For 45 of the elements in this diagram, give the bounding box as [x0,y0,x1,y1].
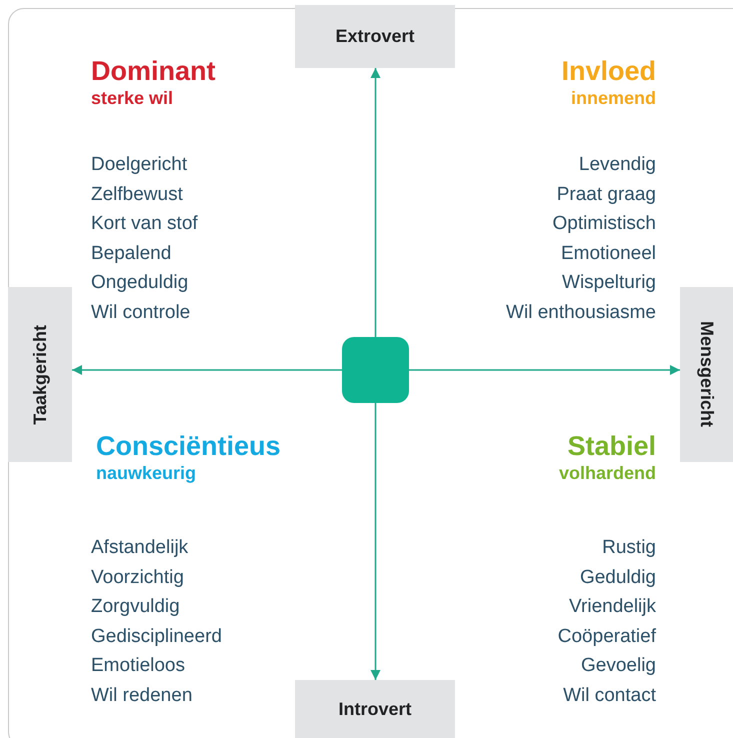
trait-text: Kort van stof [91,212,198,236]
trait-text: Gevoelig [581,654,656,678]
axis-label-box [295,680,455,738]
trait-text: Bepalend [91,242,172,266]
arrow [72,365,342,375]
trait-text: Optimistisch [552,212,656,236]
axis-label-box [295,5,455,68]
quadrant-subtitle: nauwkeurig [96,462,196,484]
trait-text: Rustig [602,536,656,560]
trait-text: Afstandelijk [91,536,188,560]
arrow [370,403,380,680]
trait-text: Voorzichtig [91,566,184,590]
axis-label-box [8,287,72,462]
trait-text: Wil enthousiasme [506,300,656,324]
trait-text: Ongeduldig [91,271,188,295]
trait-text: Gedisciplineerd [91,624,222,648]
trait-text: Zelfbewust [91,182,183,206]
axis-label: Extrovert [335,25,415,48]
trait-text: Wil redenen [91,684,192,708]
arrow [370,68,380,337]
trait-text: Praat graag [556,182,656,206]
axis-label-box [680,287,733,462]
quadrant-subtitle: volhardend [558,462,656,484]
center-square [342,337,409,403]
trait-text: Doelgericht [91,153,188,177]
trait-text: Emotieloos [91,654,185,678]
quadrant-title: Dominant [91,55,216,87]
trait-text: Wispelturig [562,271,656,295]
quadrant-title: Invloed [561,55,656,87]
trait-text: Vriendelijk [569,595,656,619]
quadrant-subtitle: innemend [570,87,656,109]
trait-text: Geduldig [580,566,656,590]
quadrant-subtitle: sterke wil [91,87,174,109]
trait-text: Emotioneel [560,242,656,266]
quadrant-title: Consciëntieus [96,430,281,462]
trait-text: Levendig [578,153,656,177]
trait-text: Wil controle [91,300,190,324]
axis-label: Introvert [338,698,412,720]
arrow [409,365,680,375]
trait-text: Wil contact [563,684,656,708]
axis-label: Taakgericht [28,324,51,424]
axis-label: Mensgericht [696,321,718,428]
quadrant-title: Stabiel [567,430,656,462]
trait-text: Zorgvuldig [91,595,180,619]
trait-text: Coöperatief [558,624,656,648]
